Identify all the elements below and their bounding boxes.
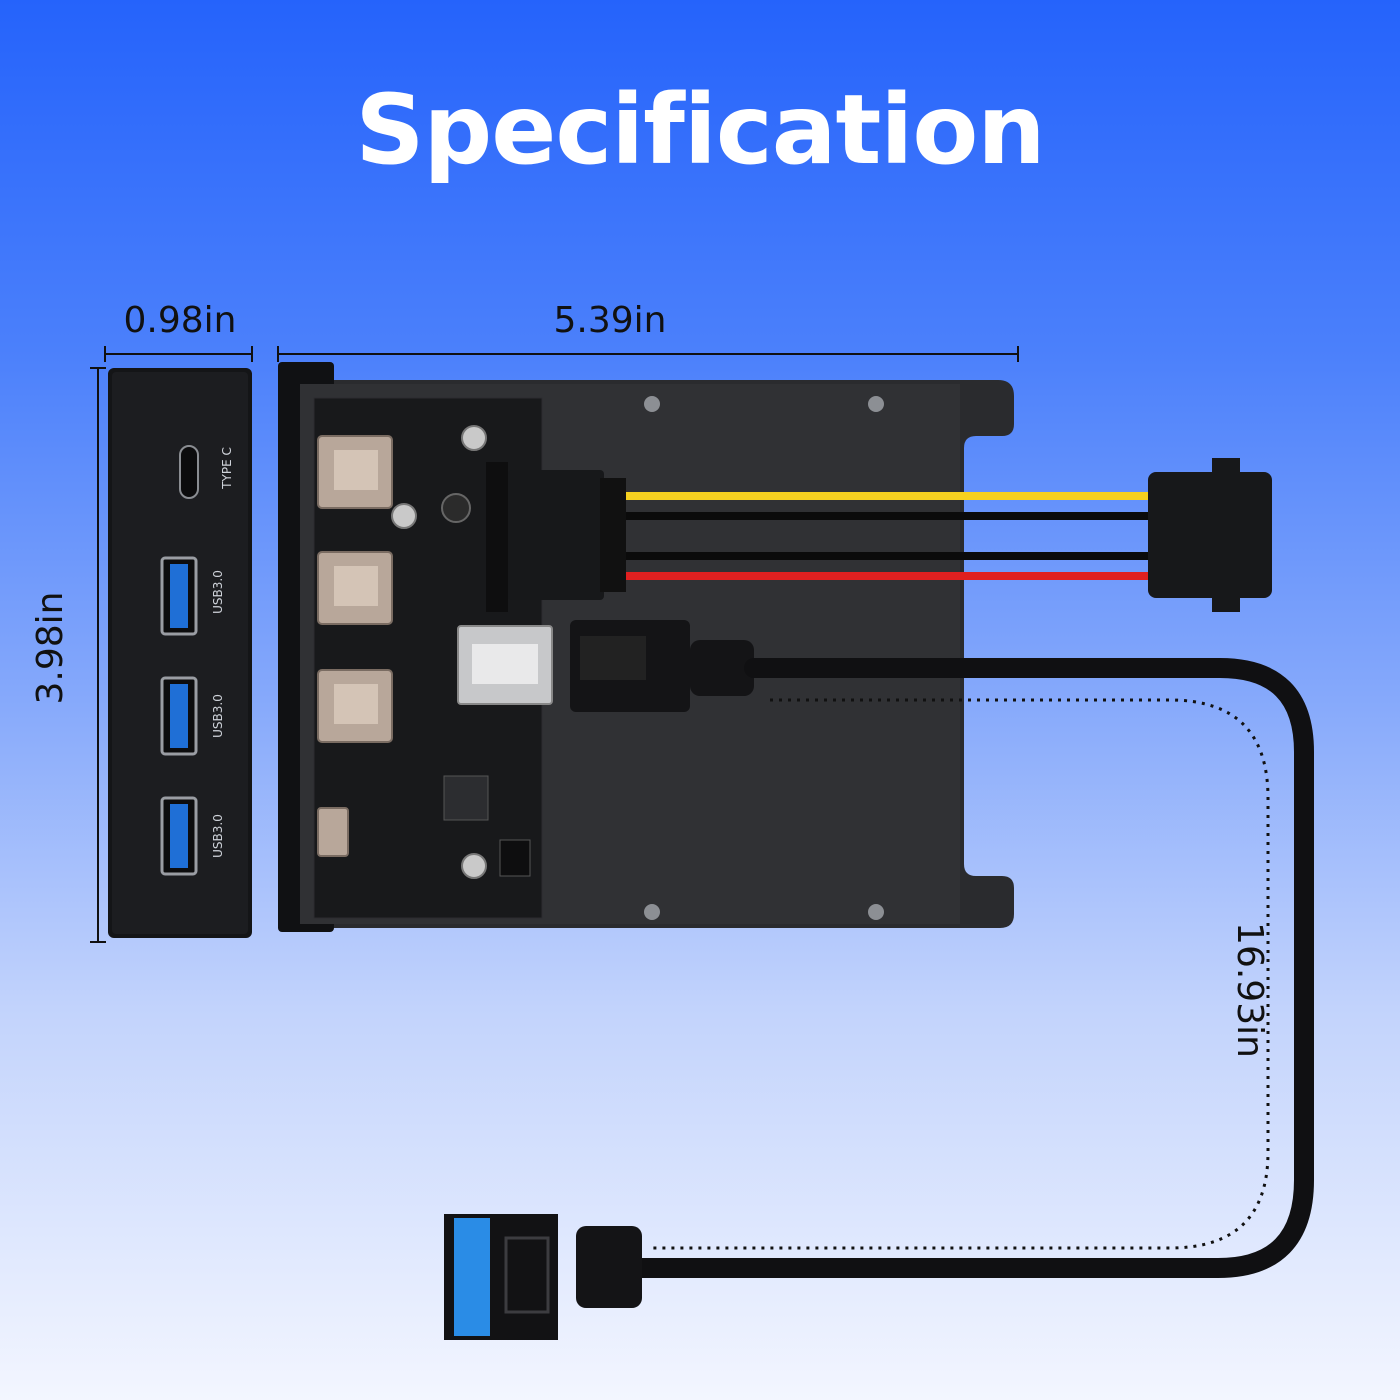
type-c-label: TYPE C (220, 447, 234, 490)
front-panel-depth-label: 0.98in (123, 300, 237, 341)
bracket-width-label: 5.39in (553, 300, 667, 341)
page-title: Specification (355, 74, 1045, 186)
usb3-label-2: USB3.0 (211, 694, 225, 738)
circuit-board (313, 397, 553, 919)
usb-header-connector (444, 1214, 558, 1340)
type-c-port: TYPE C (179, 445, 234, 499)
usb3-port-1: USB3.0 (160, 556, 225, 636)
front-panel: TYPE C USB3.0 USB3.0 USB3.0 (108, 368, 252, 938)
molex-connector (1148, 458, 1272, 612)
dimension-lines (90, 346, 1019, 943)
usb3-label-1: USB3.0 (211, 570, 225, 614)
power-cable (508, 458, 1272, 612)
usb3-label-3: USB3.0 (211, 814, 225, 858)
usb3-port-2: USB3.0 (160, 676, 225, 756)
usb-header-cable (444, 620, 1314, 1340)
usb3-port-3: USB3.0 (160, 796, 225, 876)
